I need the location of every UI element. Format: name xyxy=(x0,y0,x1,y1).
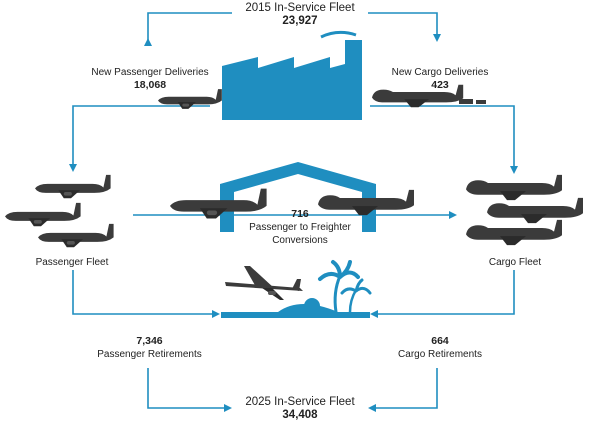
arrow-delivery-to-cargo-fleet xyxy=(370,105,518,174)
new-cargo-value: 423 xyxy=(431,79,449,91)
arrow-passenger-to-end xyxy=(147,368,232,412)
arrow-delivery-to-passenger-fleet xyxy=(69,105,210,172)
arrow-cargo-to-retirement xyxy=(370,270,515,318)
end-fleet-title: 2025 In-Service Fleet xyxy=(245,396,355,408)
new-passenger-title: New Passenger Deliveries xyxy=(91,67,209,78)
new-cargo-label: New Cargo Deliveries 423 xyxy=(380,66,500,92)
arrow-passenger-to-retirement xyxy=(72,270,220,318)
retirement-island-icon xyxy=(221,260,372,318)
new-cargo-title: New Cargo Deliveries xyxy=(391,67,489,78)
factory-icon xyxy=(222,30,362,120)
arrow-start-to-passenger xyxy=(144,12,232,46)
conversions-title-line1: Passenger to Freighter xyxy=(249,222,351,233)
cargo-retirements-value: 664 xyxy=(431,335,449,347)
arrow-cargo-to-end xyxy=(368,368,438,412)
end-fleet-value: 34,408 xyxy=(282,409,318,421)
cargo-retirements-title: Cargo Retirements xyxy=(398,349,482,360)
new-passenger-value: 18,068 xyxy=(133,79,167,91)
arrow-start-to-cargo xyxy=(368,12,441,42)
new-passenger-label: New Passenger Deliveries 18,068 xyxy=(85,66,215,92)
airplane-icon xyxy=(35,174,111,199)
cargo-fleet-title: Cargo Fleet xyxy=(488,257,542,268)
airplane-icon xyxy=(38,223,114,248)
start-fleet-label: 2015 In-Service Fleet 23,927 xyxy=(225,2,375,28)
conversions-label: 716 Passenger to Freighter Conversions xyxy=(235,208,365,247)
hangar-icon xyxy=(220,162,376,232)
cargo-fleet-planes xyxy=(466,174,583,246)
passenger-fleet-planes xyxy=(5,174,114,248)
start-fleet-title: 2015 In-Service Fleet xyxy=(245,2,355,14)
end-fleet-label: 2025 In-Service Fleet 34,408 xyxy=(225,396,375,422)
airplane-icon xyxy=(5,202,81,227)
cargo-retirements-label: 664 Cargo Retirements xyxy=(385,335,495,361)
start-fleet-value: 23,927 xyxy=(282,15,318,27)
airplane-icon xyxy=(466,219,562,246)
cargo-fleet-label: Cargo Fleet xyxy=(465,256,565,269)
landing-airplane-icon xyxy=(225,266,303,300)
airplane-icon xyxy=(466,174,562,201)
passenger-retirements-title: Passenger Retirements xyxy=(97,349,202,360)
cargo-loader-icon xyxy=(459,99,486,104)
passenger-fleet-title: Passenger Fleet xyxy=(35,257,109,268)
airplane-icon xyxy=(487,197,583,224)
conversions-value: 716 xyxy=(291,208,309,220)
passenger-retirements-label: 7,346 Passenger Retirements xyxy=(92,335,207,361)
conversions-title-line2: Conversions xyxy=(272,235,328,246)
passenger-fleet-label: Passenger Fleet xyxy=(22,256,122,269)
passenger-retirements-value: 7,346 xyxy=(136,335,163,347)
